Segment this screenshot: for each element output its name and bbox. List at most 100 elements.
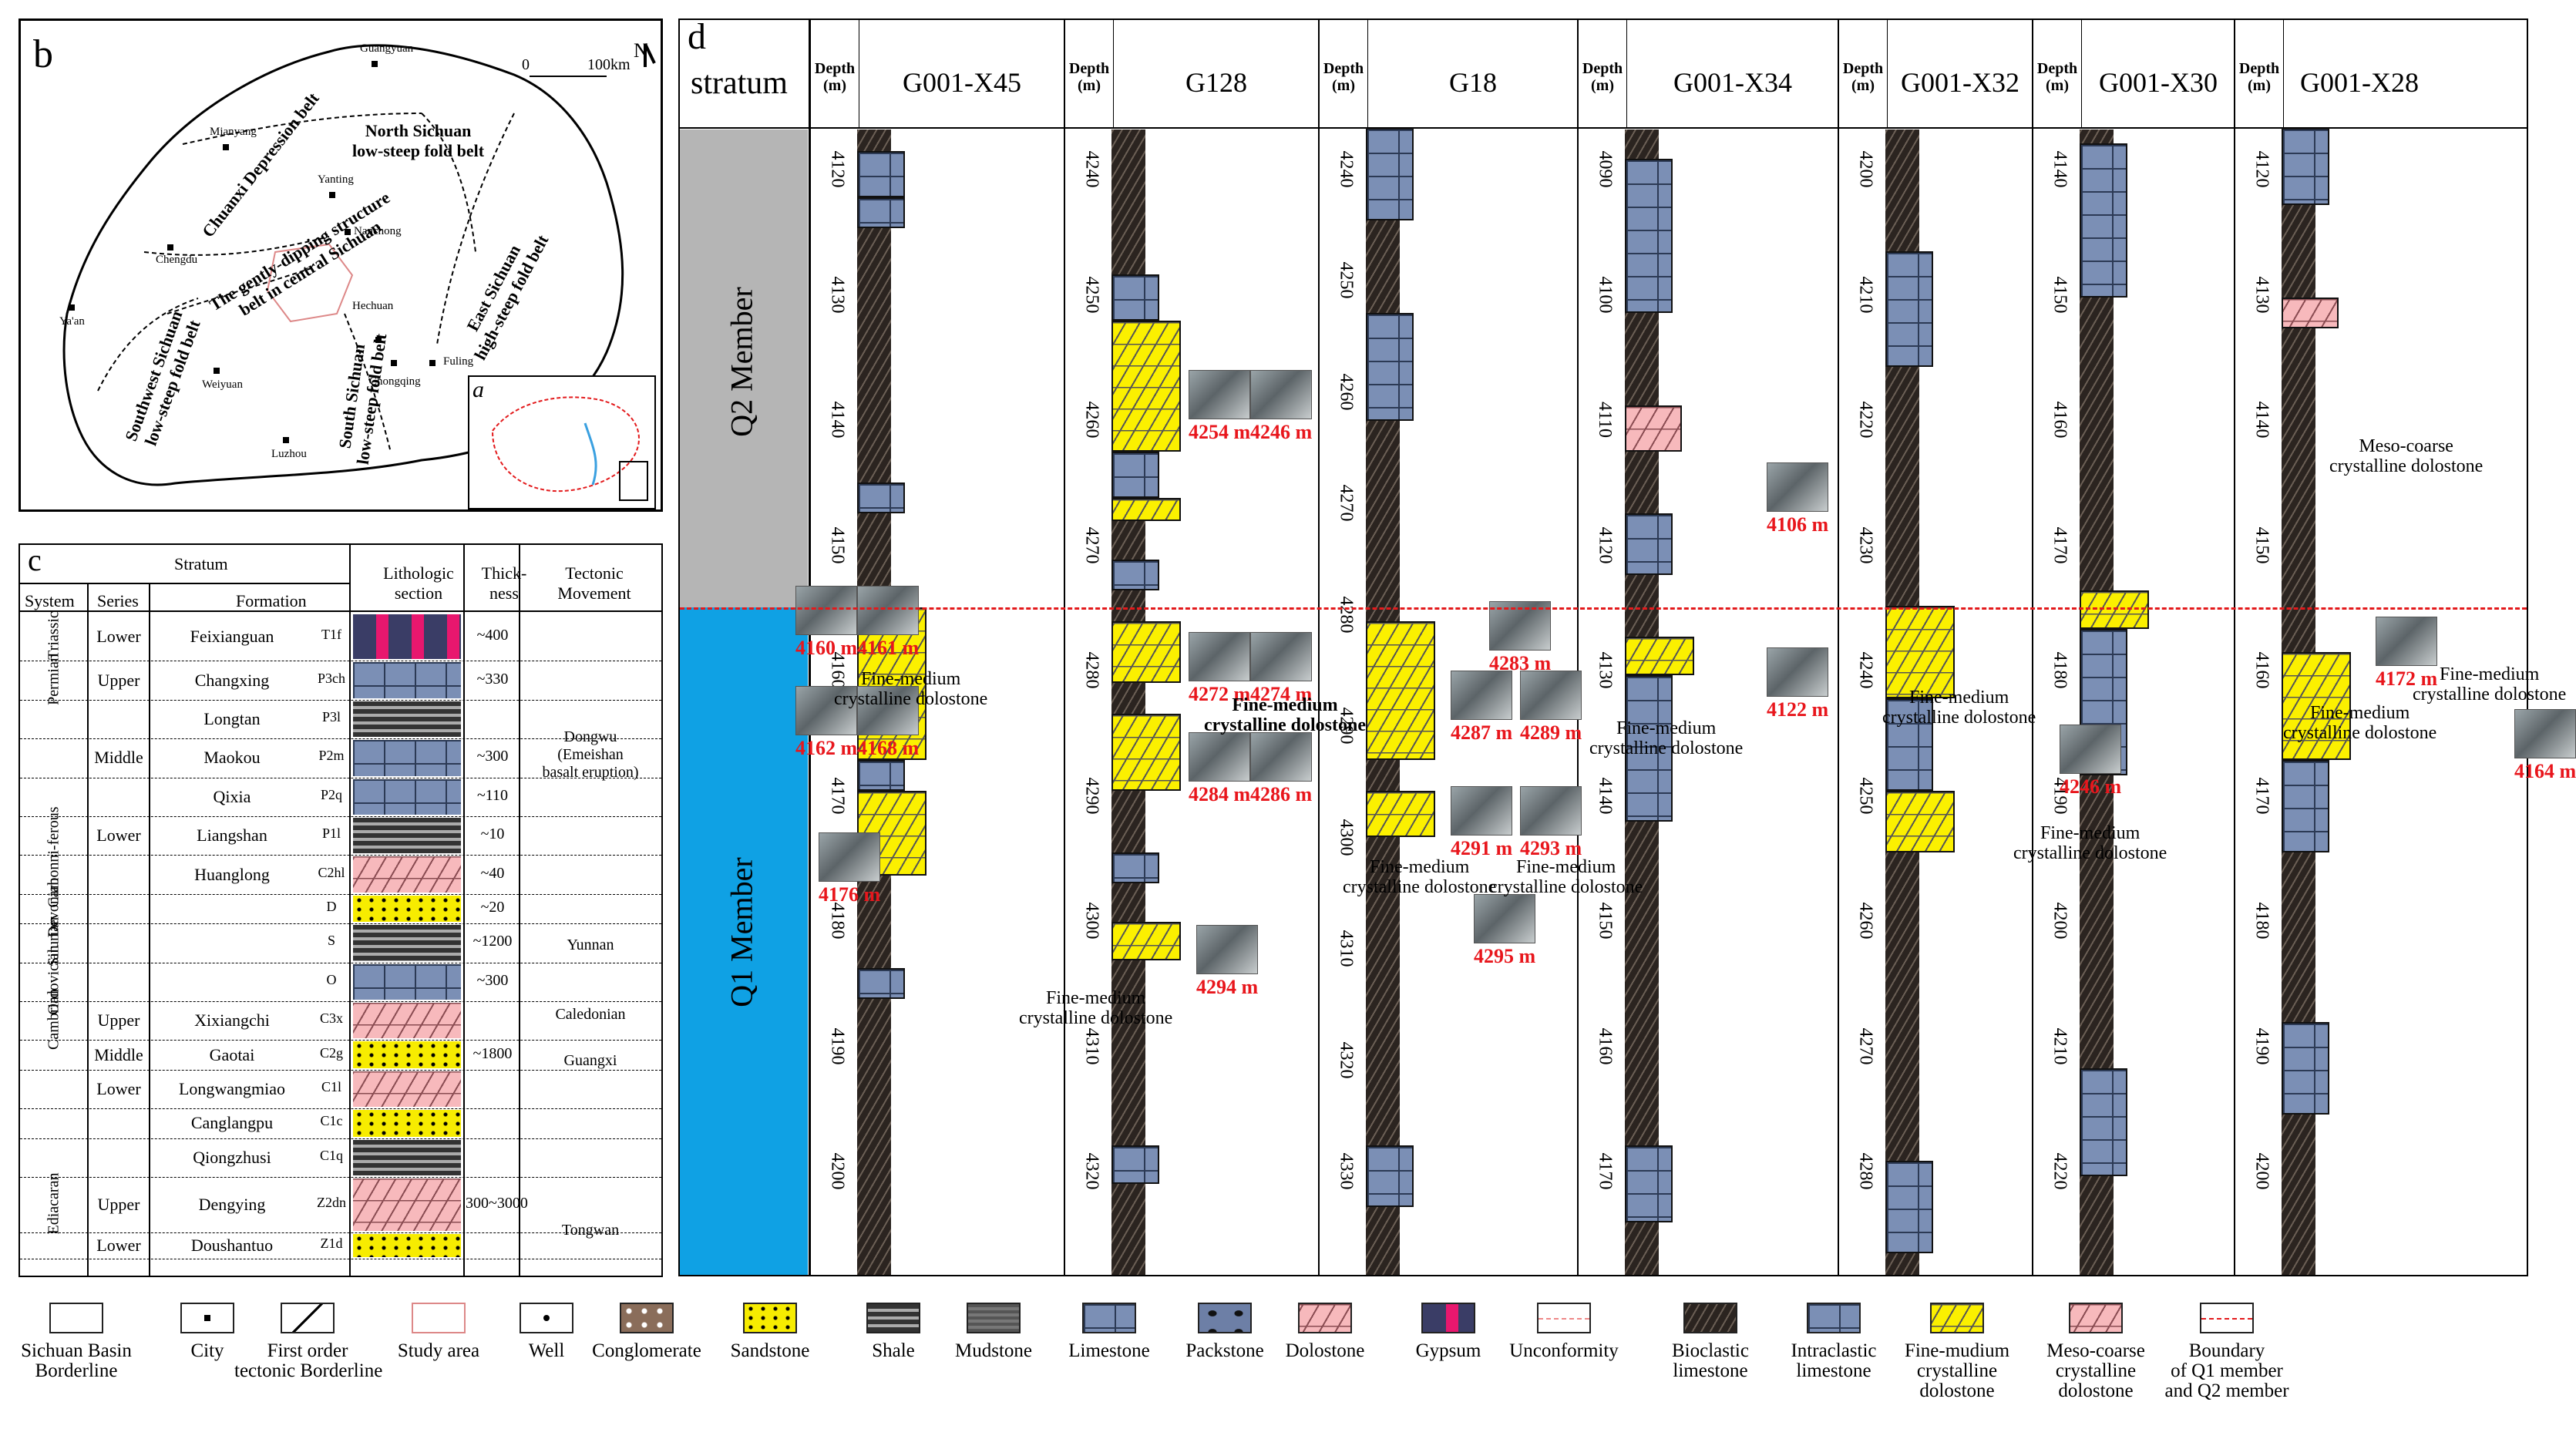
lithology-interval (2282, 1022, 2329, 1115)
hdr-lithologic: Lithologic section (383, 563, 454, 603)
lithology-fill (353, 1179, 461, 1231)
legend-swatch (520, 1303, 573, 1333)
legend-swatch (620, 1303, 674, 1333)
legend-label: Boundary of Q1 member and Q2 member (2164, 1340, 2289, 1401)
scale-bar: 0 100km (522, 56, 631, 74)
code-cell: O (326, 971, 337, 987)
depth-tick: 4280 (1081, 651, 1102, 689)
depth-tick: 4160 (2251, 651, 2272, 689)
dolostone-annotation: Fine-medium crystalline dolostone (2283, 703, 2437, 743)
lithology-interval (1111, 321, 1181, 452)
thin-section-photo (1767, 462, 1828, 512)
code-cell: P2q (320, 786, 342, 802)
thickness-cell: ~300 (476, 748, 509, 765)
code-cell: P2m (318, 748, 345, 764)
lithology-fill (353, 1041, 461, 1068)
legend-swatch (1421, 1303, 1475, 1333)
thin-section-photo (1520, 786, 1582, 836)
depth-tick: 4190 (827, 1027, 848, 1064)
legend-swatch (2069, 1303, 2123, 1333)
formation-cell: Longwangmiao (178, 1078, 286, 1098)
lithology-interval (1111, 560, 1159, 590)
depth-tick: 4120 (827, 150, 848, 188)
depth-tick: 4240 (1336, 150, 1357, 188)
depth-tick: 4300 (1336, 819, 1357, 856)
lithology-interval (1366, 128, 1414, 220)
sample-depth-label: 4272 m (1189, 683, 1251, 705)
depth-header: Depth (m) (1068, 60, 1110, 94)
depth-tick: 4180 (2251, 902, 2272, 940)
depth-divider (2283, 20, 2284, 128)
depth-tick: 4150 (2251, 526, 2272, 563)
lithology-interval (2282, 298, 2339, 328)
lithology-interval (857, 197, 905, 228)
sample-depth-label: 4172 m (2376, 667, 2438, 690)
tectonic-event: Yunnan (567, 936, 614, 953)
q1-q2-boundary-line (680, 607, 2527, 610)
panel-label-c: c (28, 543, 42, 577)
thickness-cell: ~330 (476, 670, 509, 688)
depth-divider (1367, 20, 1368, 128)
lithology-fill (353, 1234, 461, 1257)
legend-swatch (412, 1303, 466, 1333)
series-cell: Lower (96, 825, 141, 846)
dolostone-annotation: Fine-medium crystalline dolostone (834, 669, 988, 709)
depth-tick: 4210 (2050, 1027, 2070, 1064)
formation-cell: Qiongzhusi (193, 1147, 271, 1167)
thin-section-photo (819, 832, 880, 882)
thin-section-photo (857, 586, 919, 635)
lithology-fill (353, 701, 461, 738)
lithology-fill (353, 614, 461, 660)
depth-divider (1113, 20, 1114, 128)
thin-section-photo (1451, 671, 1512, 720)
lithology-interval (1625, 637, 1694, 675)
series-cell: Lower (96, 1235, 141, 1255)
depth-tick: 4170 (2251, 777, 2272, 814)
city-luzhou: Luzhou (271, 448, 307, 460)
panel-c-stratigraphy: c Stratum System Series Formation Lithol… (18, 543, 663, 1277)
lithology-fill (353, 963, 461, 1000)
lithology-interval (2080, 1068, 2127, 1176)
depth-header: Depth (m) (1323, 60, 1364, 94)
series-cell: Middle (94, 1044, 143, 1064)
formation-cell: Canglangpu (190, 1113, 274, 1133)
q1-member-label: Q1 Member (724, 857, 759, 1007)
tectonic-event: Guangxi (563, 1052, 617, 1069)
thickness-cell: ~40 (480, 864, 505, 882)
code-cell: C2g (319, 1044, 343, 1061)
thickness-cell: ~1800 (472, 1044, 513, 1062)
sample-depth-label: 4287 m (1451, 721, 1513, 744)
series-cell: Middle (94, 748, 143, 768)
legend-swatch (49, 1303, 103, 1333)
depth-tick: 4200 (827, 1152, 848, 1190)
legend-swatch (1198, 1303, 1252, 1333)
formation-cell: Qixia (213, 786, 251, 806)
sample-depth-label: 4176 m (819, 883, 881, 906)
thin-section-photo (1250, 370, 1312, 419)
sample-depth-label: 4289 m (1520, 721, 1582, 744)
thin-section-photo (1196, 925, 1258, 974)
basin-outline (62, 44, 624, 486)
city-nanchong: Nanchong (354, 225, 402, 237)
depth-tick: 4200 (2050, 902, 2070, 940)
well-name: G001-X34 (1673, 67, 1792, 98)
depth-tick: 4100 (1595, 276, 1616, 313)
sample-depth-label: 4294 m (1196, 976, 1259, 998)
series-cell: Upper (97, 1195, 140, 1214)
legend-label: Fine-mudium crystalline dolostone (1904, 1340, 2010, 1401)
code-cell: D (326, 898, 337, 914)
thin-section-photo (1250, 632, 1312, 681)
well-name: G001-X28 (2300, 67, 2419, 98)
thin-section-photo (1520, 671, 1582, 720)
thin-section-photo (857, 686, 919, 735)
legend-label: Sichuan Basin Borderline (21, 1340, 132, 1381)
legend-label: City (190, 1340, 224, 1361)
